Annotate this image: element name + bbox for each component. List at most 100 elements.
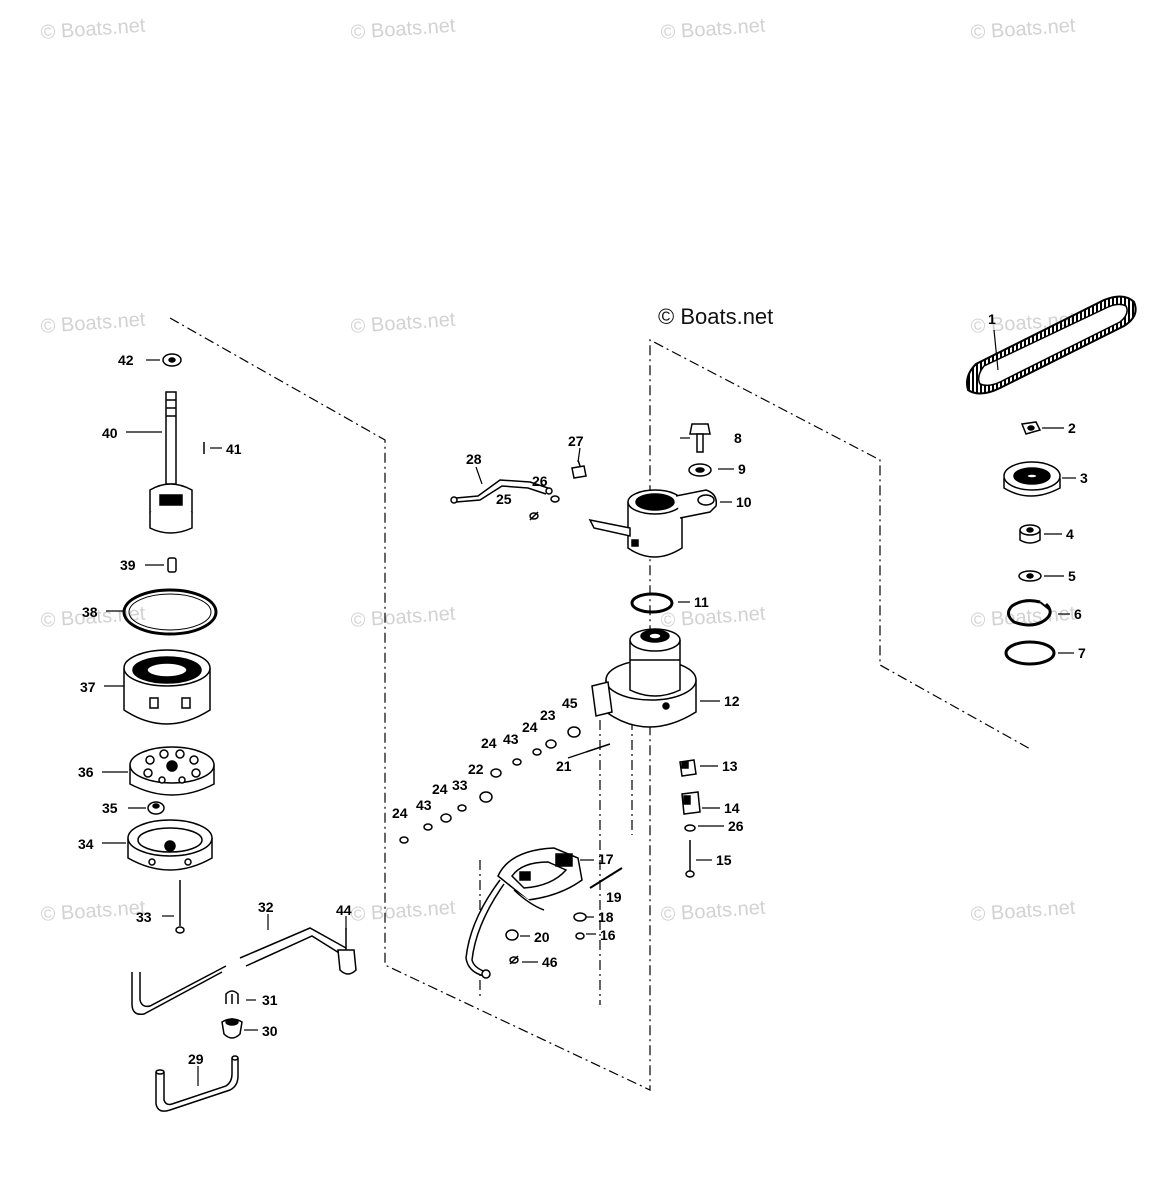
callout-11: 11 — [694, 594, 709, 610]
part-housing-12 — [591, 628, 697, 728]
callout-37: 37 — [80, 679, 96, 695]
callout-30: 30 — [262, 1023, 278, 1039]
part-fitting-44 — [337, 928, 357, 975]
part-grommet-30 — [221, 1018, 243, 1039]
callout-20: 20 — [534, 929, 550, 945]
callout-27: 27 — [568, 433, 584, 449]
part-washer-18 — [573, 912, 587, 922]
part-washer-5 — [1018, 570, 1042, 582]
part-arm-10 — [588, 489, 718, 558]
part-plug-27 — [571, 459, 587, 479]
part-screw-46 — [509, 955, 519, 965]
callout-34: 34 — [78, 836, 94, 852]
callout-14: 14 — [724, 800, 740, 816]
part-washer-42 — [162, 353, 182, 367]
callout-1: 1 — [988, 311, 996, 327]
callout-44: 44 — [336, 902, 352, 918]
callout-31: 31 — [262, 992, 278, 1008]
callout-17: 17 — [598, 851, 614, 867]
part-hub-4 — [1019, 524, 1041, 544]
callout-2: 2 — [1068, 420, 1076, 436]
callout-8: 8 — [734, 430, 742, 446]
callout-29: 29 — [188, 1051, 204, 1067]
callout-24-b: 24 — [481, 735, 497, 751]
callout-16: 16 — [600, 927, 616, 943]
callout-26-lower: 26 — [728, 818, 744, 834]
callout-6: 6 — [1074, 606, 1082, 622]
callout-18: 18 — [598, 909, 614, 925]
callout-42: 42 — [118, 352, 134, 368]
callout-labels: 42 40 41 39 38 37 36 35 34 33 32 44 31 3… — [78, 311, 1088, 1067]
callout-36: 36 — [78, 764, 94, 780]
callout-26-upper: 26 — [532, 473, 548, 489]
part-belt-1 — [966, 295, 1137, 395]
part-ring-6 — [1007, 599, 1052, 627]
part-screw-26 — [550, 495, 560, 503]
callout-32: 32 — [258, 899, 274, 915]
callout-19: 19 — [606, 889, 622, 905]
part-wire-19 — [589, 867, 623, 889]
callout-7: 7 — [1078, 645, 1086, 661]
part-plate-17 — [465, 847, 583, 979]
part-nut-2 — [1020, 421, 1042, 435]
callout-22: 22 — [468, 761, 484, 777]
part-ring-7 — [1004, 640, 1056, 666]
part-plate-36 — [129, 746, 215, 796]
part-clip-31 — [225, 990, 239, 1004]
callout-12: 12 — [724, 693, 740, 709]
callout-24-a: 24 — [522, 719, 538, 735]
part-grommet-20 — [505, 929, 519, 941]
callout-23: 23 — [540, 707, 556, 723]
part-bolt-8 — [689, 423, 711, 453]
callout-9: 9 — [738, 461, 746, 477]
part-hose-29 — [155, 1055, 239, 1112]
callout-5: 5 — [1068, 568, 1076, 584]
callout-13: 13 — [722, 758, 738, 774]
part-washer-9 — [688, 463, 712, 477]
watermark-main: © Boats.net — [658, 304, 774, 329]
callout-15: 15 — [716, 852, 732, 868]
part-small-series-lower — [399, 791, 493, 844]
callout-43-b: 43 — [416, 797, 432, 813]
callout-39: 39 — [120, 557, 136, 573]
callout-24-c: 24 — [432, 781, 448, 797]
callout-46: 46 — [542, 954, 558, 970]
part-wire-28 — [450, 479, 553, 504]
part-screw-16 — [575, 932, 585, 940]
part-base-34 — [127, 819, 213, 871]
callout-leaders — [102, 329, 1076, 1086]
callout-43-a: 43 — [503, 731, 519, 747]
callout-25: 25 — [496, 491, 512, 507]
part-ring-11 — [630, 592, 674, 614]
callout-4: 4 — [1066, 526, 1074, 542]
callout-33: 33 — [136, 909, 152, 925]
part-key-39 — [167, 557, 177, 573]
part-ring-38 — [122, 588, 218, 636]
callout-28: 28 — [466, 451, 482, 467]
part-housing-37 — [123, 649, 211, 725]
part-screw-15 — [685, 840, 695, 878]
callout-41: 41 — [226, 441, 242, 457]
part-block-13 — [679, 759, 697, 777]
part-shaft-40 — [149, 391, 193, 534]
callout-10: 10 — [736, 494, 752, 510]
part-pulley-3 — [1003, 461, 1061, 497]
part-hose — [131, 965, 227, 1016]
part-hose-32 — [239, 927, 347, 967]
callout-40: 40 — [102, 425, 118, 441]
part-washer-26 — [684, 824, 696, 832]
part-nut-35 — [147, 801, 165, 815]
callout-33-b: 33 — [452, 777, 468, 793]
part-block-14 — [681, 791, 701, 815]
callout-3: 3 — [1080, 470, 1088, 486]
part-screw-25 — [529, 511, 539, 521]
callout-45: 45 — [562, 695, 578, 711]
callout-21: 21 — [556, 758, 572, 774]
callout-38: 38 — [82, 604, 98, 620]
part-screw-21 — [585, 743, 611, 753]
part-screw-33 — [175, 880, 185, 934]
part-small-series-upper — [490, 726, 581, 778]
callout-24-d: 24 — [392, 805, 408, 821]
